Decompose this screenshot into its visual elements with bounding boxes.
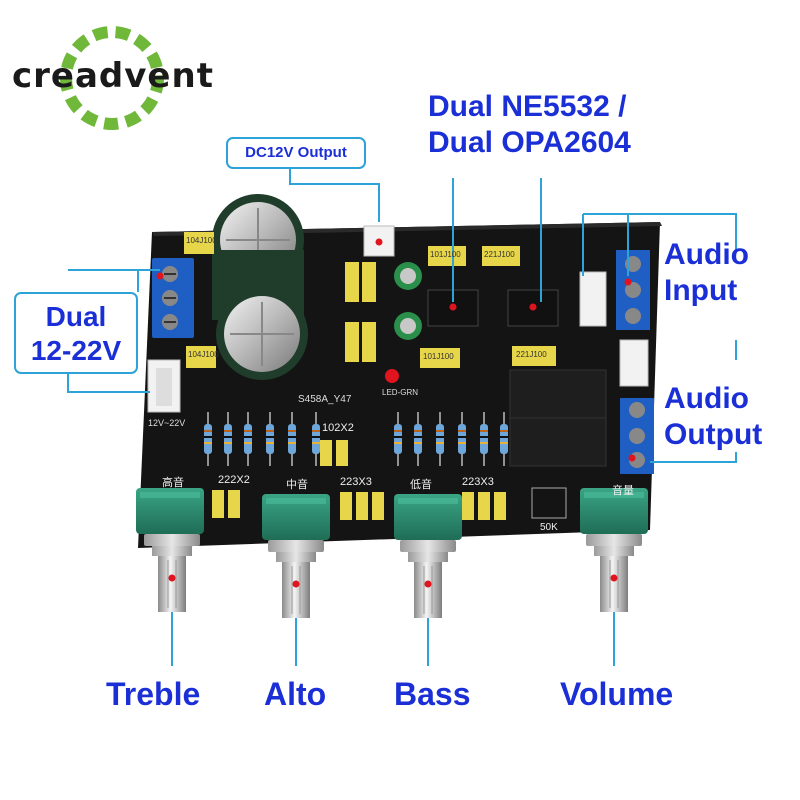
resistor [204,412,212,466]
audio-input-label-line2: Input [664,274,738,307]
logo-text: creadvent [12,56,214,96]
op-amp-label-line2: Dual OPA2604 [428,126,631,159]
silk-bass-cn: 低音 [410,478,432,491]
tone-capacitors [212,440,506,520]
resistor [458,412,466,466]
cap-marking-lower: 101J100 [423,352,454,361]
potentiometers [136,488,648,666]
resistor [414,412,422,466]
cap-marking-top-center: 101J100 [430,250,461,259]
knob-label-treble: Treble [106,676,201,712]
audio-input-label-line1: Audio [664,238,749,271]
resistor [244,412,252,466]
silk-mid-cn: 中音 [286,478,308,491]
dc-output-label: DC12V Output [226,137,366,169]
cap-marking-right: 221J100 [516,350,547,359]
potentiometer-knob [262,494,330,666]
silk-pot-value: 50K [540,522,558,533]
knob-label-bass: Bass [394,676,471,712]
resistor [266,412,274,466]
resistor [436,412,444,466]
resistor [224,412,232,466]
knob-label-volume: Volume [560,676,674,712]
resistor [500,412,508,466]
power-terminal-block [152,258,194,338]
resistor-row [204,412,508,466]
resistor [394,412,402,466]
resistor [288,412,296,466]
group-label-223a: 223X3 [340,476,372,488]
audio-output-label-line1: Audio [664,382,749,415]
silk-vol-cn: 音量 [612,484,634,497]
resistor [480,412,488,466]
power-supply-line1: Dual [45,301,107,332]
group-label-102: 102X2 [322,422,354,434]
potentiometer-knob [136,488,204,666]
silk-voltage: 12V~22V [148,418,186,428]
cap-marking-top-left: 104J100 [186,236,217,245]
silk-treble-cn: 高音 [162,476,184,489]
group-label-222: 222X2 [218,474,250,486]
op-amp-label-line1: Dual NE5532 / [428,90,627,123]
cap-marking-mid-left: 104J100 [188,350,219,359]
silk-led: LED-GRN [382,388,419,397]
led-icon [385,369,399,383]
silk-model: S458A_Y47 [298,394,352,405]
potentiometer-knob [394,494,462,666]
group-label-223b: 223X3 [462,476,494,488]
audio-output-label-line2: Output [664,418,763,451]
cap-marking-top-right: 221J100 [484,250,515,259]
op-amp-chips [427,289,559,327]
callout-lines [67,166,737,463]
filter-capacitors [212,194,308,380]
film-capacitors [184,232,556,368]
power-supply-line2: 12-22V [30,335,122,366]
resistor [312,412,320,466]
power-supply-label: Dual 12-22V [14,292,138,374]
gear-logo-icon [60,26,164,130]
knob-label-alto: Alto [264,676,327,712]
potentiometer-knob [580,488,648,666]
